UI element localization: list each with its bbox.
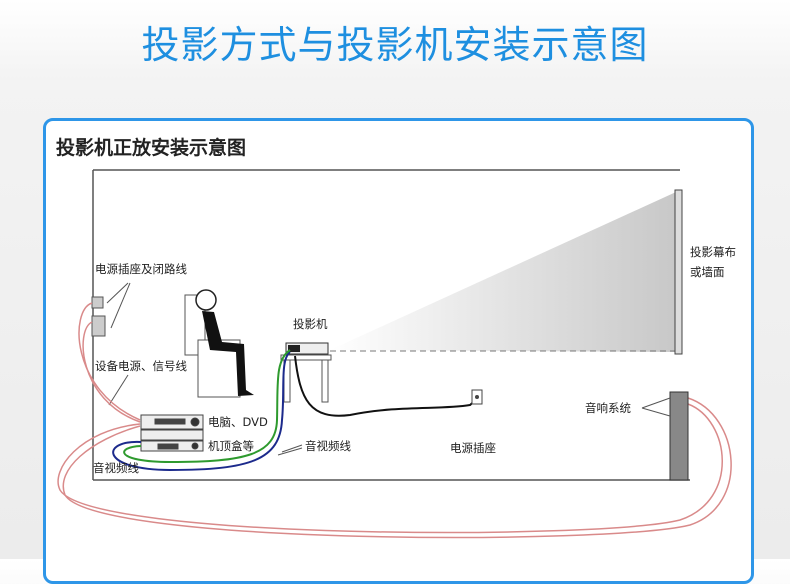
power-cable-black [294, 355, 479, 417]
page-title: 投影方式与投影机安装示意图 [141, 23, 649, 67]
projection-screen [674, 189, 683, 355]
speaker [669, 391, 689, 481]
projector [285, 342, 329, 355]
label-outlet-cable: 电源插座及闭路线 [95, 262, 187, 276]
installation-diagram: 电源插座及闭路线 设备电源、信号线 投影机 电脑、DVD 机顶盒等 音视频线 音… [57, 169, 736, 539]
label-pc-dvd: 电脑、DVD [208, 415, 268, 429]
power-outlet [471, 389, 483, 405]
projection-beam [330, 192, 676, 352]
label-device-power: 设备电源、信号线 [95, 359, 187, 373]
label-screen-line1: 投影幕布 [690, 245, 736, 259]
label-screen-line2: 或墙面 [690, 265, 725, 279]
power-cables [57, 302, 732, 539]
av-equipment-stack [140, 414, 204, 452]
label-av-cable-center: 音视频线 [305, 439, 351, 453]
label-stb: 机顶盒等 [208, 439, 254, 453]
av-cable-green [123, 349, 291, 464]
projector-table [280, 354, 332, 403]
label-av-cable-left: 音视频线 [93, 461, 139, 475]
av-cable-blue [112, 351, 291, 472]
label-projector: 投影机 [293, 317, 328, 331]
wall-outlet-large [91, 315, 106, 337]
viewer-in-chair [184, 289, 254, 398]
label-power-outlet: 电源插座 [450, 441, 496, 455]
label-audio-system: 音响系统 [585, 401, 631, 415]
diagram-subtitle: 投影机正放安装示意图 [56, 137, 247, 159]
wall-outlet-small [91, 296, 104, 309]
